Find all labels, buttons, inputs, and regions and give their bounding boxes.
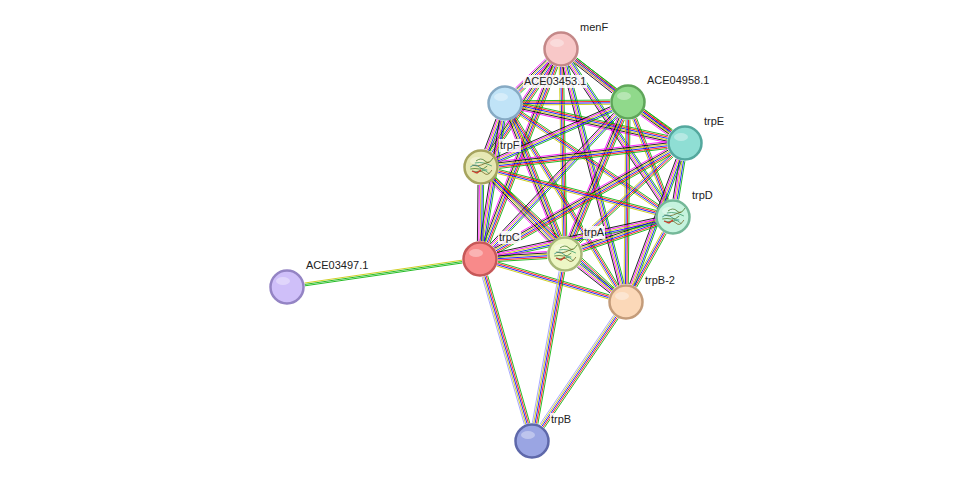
node-circle [655, 199, 691, 235]
node-circle [463, 149, 499, 185]
evidence-line [581, 263, 614, 289]
evidence-line [641, 114, 669, 134]
node-label: ACE04958.1 [646, 74, 710, 87]
evidence-line [578, 266, 611, 292]
node-circle [462, 241, 498, 277]
evidence-line [490, 113, 613, 244]
evidence-line [499, 143, 667, 163]
evidence-line [494, 149, 668, 247]
evidence-line [477, 185, 479, 241]
interaction-edge [540, 315, 618, 427]
evidence-line [496, 178, 615, 288]
evidence-line [641, 115, 669, 135]
interaction-edge [532, 271, 564, 424]
interaction-edge [641, 110, 673, 136]
protein-node: trpD [655, 199, 691, 235]
protein-node: trpA [547, 236, 583, 272]
evidence-line [498, 172, 655, 213]
node-label: menF [579, 21, 609, 34]
node-label: trpD [691, 189, 714, 202]
evidence-line [544, 318, 618, 427]
interaction-edge [498, 252, 547, 262]
node-label: trpE [703, 115, 725, 128]
evidence-line [484, 277, 526, 424]
node-label: trpB-2 [644, 274, 676, 287]
node-circle [610, 84, 646, 120]
evidence-line [485, 276, 527, 423]
evidence-line [494, 117, 617, 248]
evidence-line [498, 142, 666, 162]
evidence-line [541, 316, 615, 425]
protein-node: trpE [667, 125, 703, 161]
evidence-line [499, 146, 667, 166]
node-label: trpF [499, 139, 521, 152]
evidence-line [523, 100, 610, 102]
node-circle [269, 269, 305, 305]
protein-node: trpC [462, 241, 498, 277]
interaction-edge [491, 178, 555, 244]
evidence-line [480, 185, 482, 241]
evidence-line [542, 317, 616, 426]
interaction-edge [482, 276, 529, 425]
protein-node: ACE04958.1 [610, 84, 646, 120]
interaction-edge [497, 262, 610, 299]
evidence-line [498, 252, 547, 255]
node-label: ACE03453.1 [523, 75, 587, 88]
protein-node: ACE03453.1 [487, 85, 523, 121]
evidence-line [486, 66, 554, 242]
evidence-line [643, 112, 671, 132]
node-label: ACE03497.1 [305, 259, 369, 272]
evidence-line [523, 102, 610, 104]
evidence-line [540, 315, 614, 424]
evidence-line [481, 185, 483, 241]
evidence-line [482, 277, 524, 424]
evidence-line [642, 113, 670, 133]
interaction-edge [523, 100, 610, 105]
evidence-line [543, 318, 617, 427]
evidence-line [499, 144, 667, 164]
node-circle [487, 85, 523, 121]
node-circle [543, 31, 579, 67]
evidence-line [523, 101, 610, 103]
node-label: trpA [583, 226, 605, 239]
evidence-line [497, 263, 608, 296]
protein-node: trpB-2 [608, 284, 644, 320]
evidence-line [499, 147, 667, 167]
interaction-edge [493, 178, 615, 292]
protein-node: menF [543, 31, 579, 67]
protein-node: trpB [514, 423, 550, 459]
interaction-edge [490, 113, 617, 248]
protein-node: trpF [463, 149, 499, 185]
evidence-line [532, 271, 559, 423]
evidence-line [491, 114, 614, 245]
evidence-line [488, 276, 530, 423]
evidence-line [492, 115, 615, 246]
node-circle [514, 423, 550, 459]
evidence-line [497, 218, 655, 252]
node-circle [667, 125, 703, 161]
evidence-line [497, 265, 608, 298]
node-label: trpC [498, 231, 521, 244]
evidence-line [496, 152, 670, 250]
evidence-line [497, 266, 608, 299]
evidence-line [482, 185, 484, 241]
evidence-line [523, 104, 610, 106]
node-circle [547, 236, 583, 272]
protein-node: ACE03497.1 [269, 269, 305, 305]
interaction-edge [477, 185, 483, 241]
evidence-line [491, 182, 550, 243]
evidence-line [478, 185, 480, 241]
evidence-line [493, 116, 616, 247]
node-label: trpB [550, 413, 572, 426]
evidence-line [577, 267, 610, 293]
evidence-line [495, 151, 669, 249]
evidence-line [485, 119, 496, 149]
evidence-line [498, 111, 612, 161]
node-circle [608, 284, 644, 320]
evidence-line [486, 276, 528, 423]
evidence-line [580, 264, 613, 290]
evidence-line [495, 179, 614, 289]
